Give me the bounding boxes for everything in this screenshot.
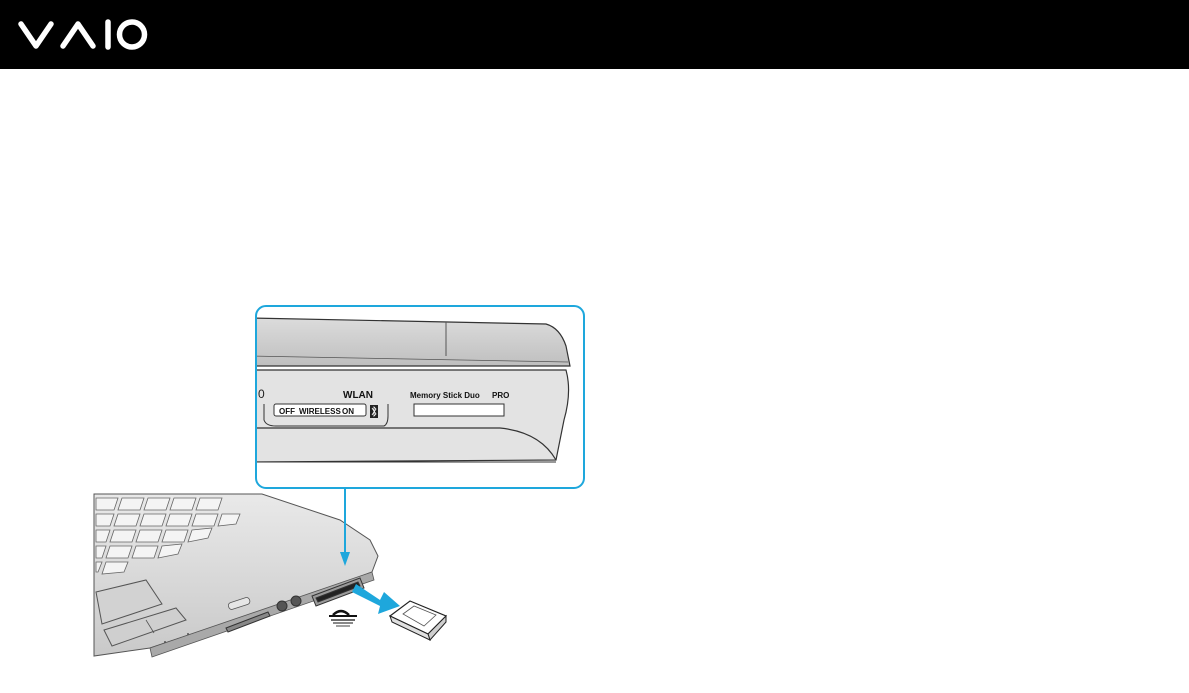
memory-stick-slot	[414, 404, 504, 416]
switch-wireless-label: WIRELESS	[299, 407, 341, 416]
wlan-label: WLAN	[343, 390, 373, 401]
memory-stick-duo-label: Memory Stick Duo	[410, 391, 480, 400]
pro-label: PRO	[492, 391, 509, 400]
laptop-body	[94, 494, 378, 657]
memory-stick-card-icon	[390, 601, 446, 640]
switch-on-label: ON	[342, 407, 354, 416]
svg-text:0: 0	[258, 387, 265, 401]
memory-stick-logo-icon	[329, 611, 357, 626]
switch-off-label: OFF	[279, 407, 295, 416]
arrow-right-icon	[352, 584, 400, 614]
